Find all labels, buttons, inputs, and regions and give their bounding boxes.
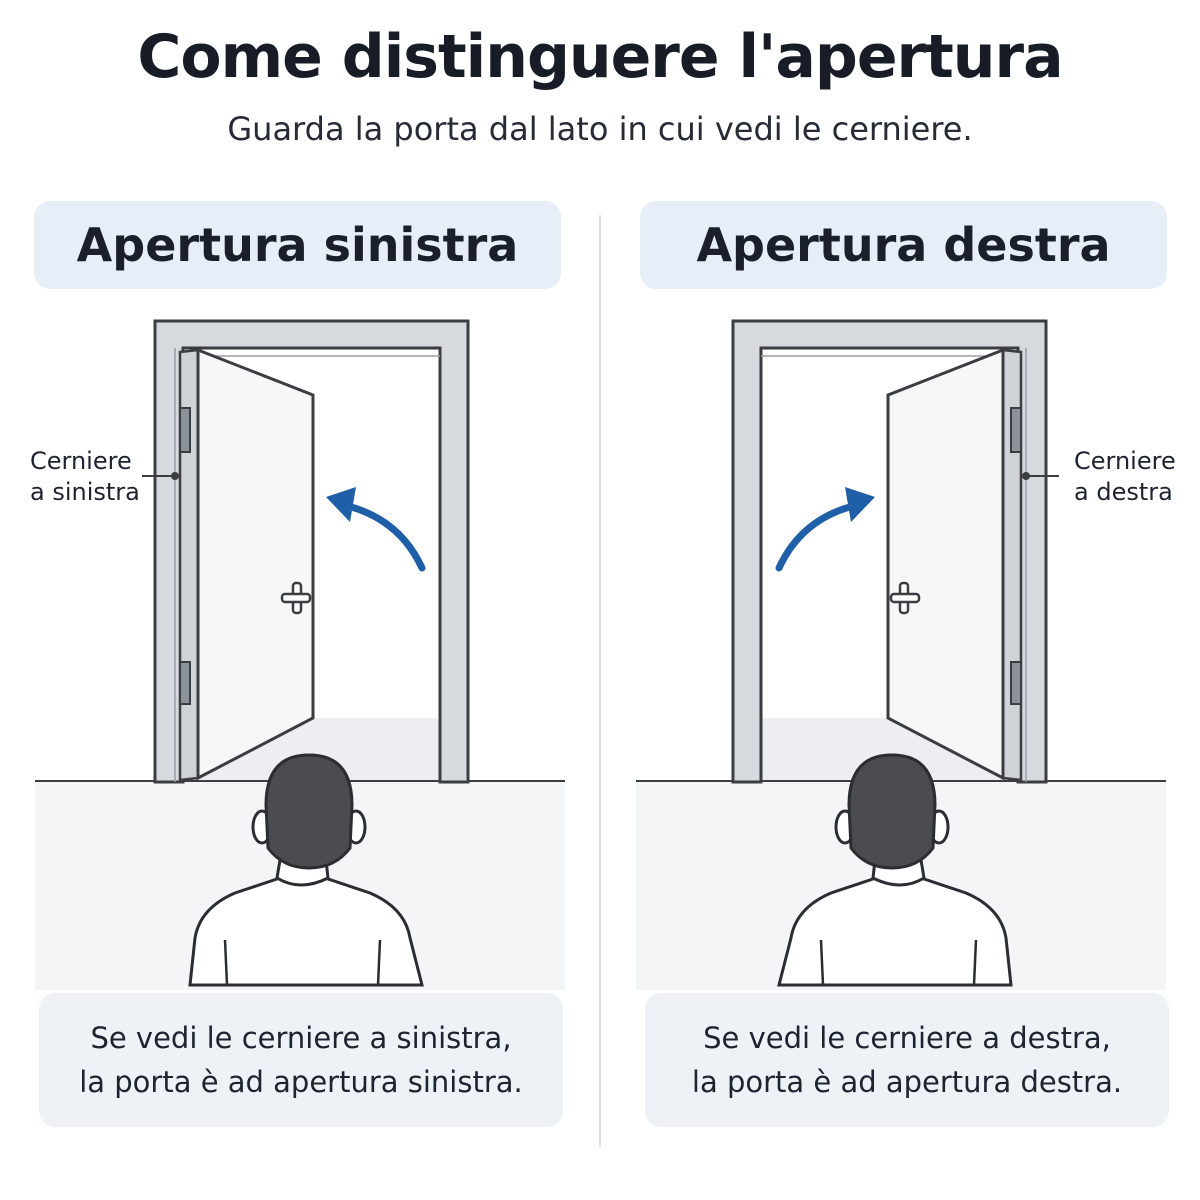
page-subtitle: Guarda la porta dal lato in cui vedi le … [227,110,973,148]
person-back-view-icon [188,753,424,987]
door-handle-icon [280,581,312,615]
right-door-svg [636,319,1166,990]
person-back-view-icon [777,753,1013,987]
hinge-label-line-1: Cerniere [30,447,132,475]
room-floor [761,718,1023,780]
hinge-label-line-2: a sinistra [30,478,140,506]
swing-arrow-icon [775,487,875,572]
hinge-label-line-2: a destra [1074,478,1173,506]
room-floor [178,718,440,780]
panel-heading: Apertura destra [640,201,1167,289]
door-frame [731,319,1048,784]
hinge-pointer-dot [171,472,179,480]
caption-line-1: Se vedi le cerniere a destra, [703,1021,1111,1055]
hinge-pointer-dot [1022,472,1030,480]
hinge-icon [179,661,191,705]
hinge-icon [1010,661,1022,705]
door-slab [886,347,1005,781]
panel-left-opening: Apertura sinistra [30,0,570,1200]
left-door-illustration [30,300,570,990]
hinge-label: Cerniere a sinistra [30,446,140,508]
panel-caption: Se vedi le cerniere a sinistra, la porta… [39,993,563,1127]
right-door-illustration [636,300,1176,990]
panel-heading: Apertura sinistra [34,201,561,289]
caption-line-2: la porta è ad apertura destra. [691,1065,1123,1099]
panel-right-opening: Apertura destra [636,0,1176,1200]
page-title: Come distinguere l'apertura [137,22,1063,92]
panel-caption: Se vedi le cerniere a destra, la porta è… [645,993,1169,1127]
hinge-label-line-1: Cerniere [1074,447,1176,475]
hinge-icon [1010,407,1022,453]
caption-line-1: Se vedi le cerniere a sinistra, [90,1021,512,1055]
hinge-icon [179,407,191,453]
door-frame [153,319,470,784]
left-door-svg [35,319,565,990]
hinge-label: Cerniere a destra [1074,446,1176,508]
swing-arrow-icon [326,487,426,572]
center-divider [599,215,601,1147]
door-slab [196,347,315,781]
door-handle-icon [889,581,921,615]
caption-line-2: la porta è ad apertura sinistra. [79,1065,523,1099]
